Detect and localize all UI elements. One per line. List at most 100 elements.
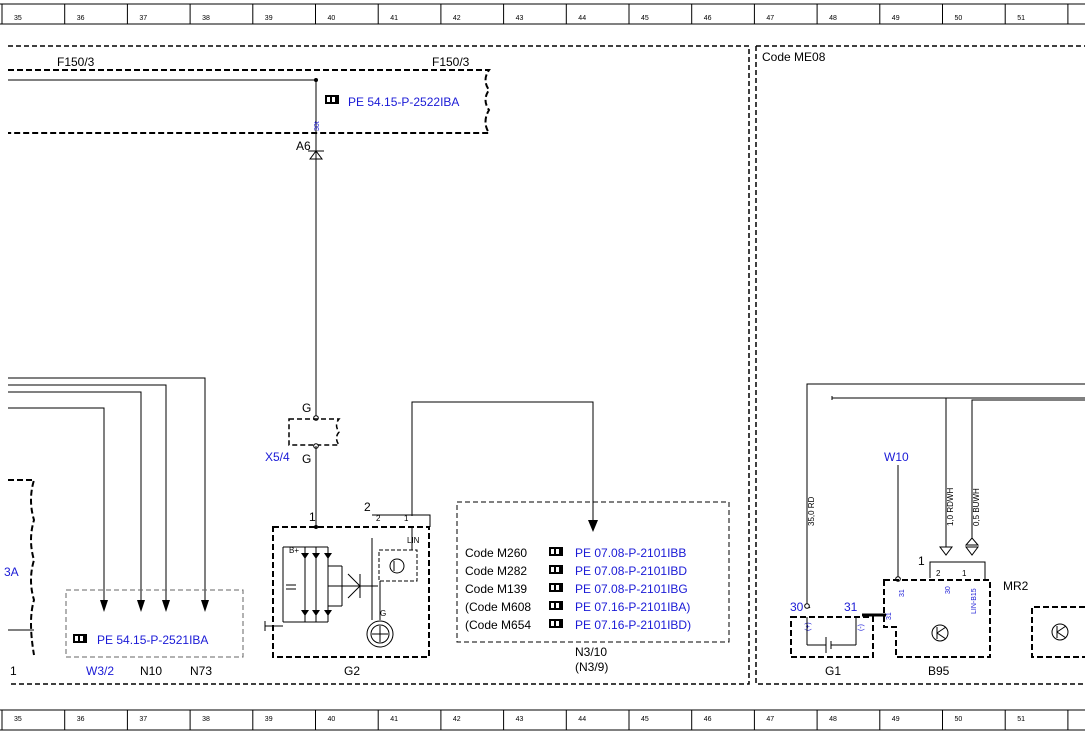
left-partial-3a: 3A bbox=[4, 565, 19, 579]
n3-10-code-table: Code M260 PE 07.08-P-2101IBB Code M282 PE 0… bbox=[456, 501, 730, 674]
code-row-label: Code M282 bbox=[465, 564, 527, 578]
fuse-block-f150-3: F150/3 F150/3 PE 54.15-P-2522IBA bbox=[8, 55, 491, 134]
top-ruler-label-36: 36 bbox=[77, 15, 85, 22]
bottom-ruler-label-39: 39 bbox=[265, 716, 273, 723]
top-ruler-label-46: 46 bbox=[704, 15, 712, 22]
diode-bridge-icon bbox=[347, 573, 361, 599]
top-ruler-label-39: 39 bbox=[265, 15, 273, 22]
section-frame-right bbox=[755, 45, 1085, 685]
bottom-ruler-label-44: 44 bbox=[578, 716, 586, 723]
bottom-ruler-label-45: 45 bbox=[641, 716, 649, 723]
section-frame-left bbox=[8, 45, 750, 685]
left-wires bbox=[8, 377, 209, 612]
transistor-icon bbox=[931, 624, 949, 642]
pe-54-15-2521-link[interactable]: PE 54.15-P-2521IBA bbox=[97, 633, 208, 647]
code-row-label: Code M260 bbox=[465, 546, 527, 560]
mr2-label: MR2 bbox=[1003, 579, 1029, 593]
g2-pin1: 1 bbox=[309, 510, 316, 524]
g1-plus: (+) bbox=[805, 622, 812, 631]
bottom-ruler-label-48: 48 bbox=[829, 716, 837, 723]
pointing-hand-icon bbox=[325, 95, 339, 104]
bottom-ruler-label-40: 40 bbox=[328, 716, 336, 723]
wire-35-rd: 35,0 RD bbox=[807, 496, 816, 526]
reference-box-54-15-2521: PE 54.15-P-2521IBA bbox=[65, 589, 244, 658]
b95-lin-b15: LIN-B15 bbox=[971, 588, 978, 614]
b95-pin1-outside: 1 bbox=[918, 554, 925, 568]
g2-g-label: G bbox=[380, 609, 386, 618]
g1-minus: (-) bbox=[858, 624, 865, 631]
alternator-g2: 1 2 2 1 LIN B+ bbox=[264, 500, 431, 678]
a6-label: A6 bbox=[296, 139, 311, 153]
transistor-icon bbox=[1051, 623, 1069, 641]
n73-label: N73 bbox=[190, 664, 212, 678]
b95-pin2: 2 bbox=[936, 569, 941, 578]
connector-b95-inputs bbox=[939, 537, 980, 556]
g2-label: G2 bbox=[344, 664, 360, 678]
code-row-link[interactable]: PE 07.16-P-2101IBA) bbox=[575, 600, 690, 614]
b95-30: 30 bbox=[945, 586, 952, 594]
g2-pin1-inner: 1 bbox=[404, 514, 409, 523]
top-ruler-label-44: 44 bbox=[578, 15, 586, 22]
g2-lin-label: LIN bbox=[407, 536, 420, 545]
code-row-link[interactable]: PE 07.08-P-2101IBG bbox=[575, 582, 688, 596]
connector-x5-4: G X5/4 G bbox=[265, 401, 341, 466]
pointing-hand-icon bbox=[549, 583, 563, 592]
pointing-hand-icon bbox=[73, 634, 87, 643]
g1-pin31: 31 bbox=[844, 600, 858, 614]
w10-label: W10 bbox=[884, 450, 909, 464]
wire-lin bbox=[411, 401, 594, 523]
bottom-ruler-label-35: 35 bbox=[14, 716, 22, 723]
fuse-label-left: F150/3 bbox=[57, 55, 95, 69]
top-ruler-label-49: 49 bbox=[892, 15, 900, 22]
code-me08-label: Code ME08 bbox=[762, 50, 826, 64]
bottom-ruler-label-38: 38 bbox=[202, 716, 210, 723]
top-ruler-label-47: 47 bbox=[766, 15, 774, 22]
wire-05-buwh: 0,5 BUWH bbox=[972, 488, 981, 526]
code-row-link[interactable]: PE 07.08-P-2101IBD bbox=[575, 564, 687, 578]
b95-31: 31 bbox=[899, 589, 906, 597]
code-row-link[interactable]: PE 07.08-P-2101IBB bbox=[575, 546, 686, 560]
pin-30t-label: 30t bbox=[314, 121, 321, 131]
b95-label: B95 bbox=[928, 664, 950, 678]
connector-a6-icon bbox=[308, 150, 324, 160]
pointing-hand-icon bbox=[549, 565, 563, 574]
top-ruler-label-51: 51 bbox=[1017, 15, 1025, 22]
top-ruler-label-45: 45 bbox=[641, 15, 649, 22]
code-row-label: Code M139 bbox=[465, 582, 527, 596]
bottom-ruler-label-47: 47 bbox=[766, 716, 774, 723]
fuse-label-right: F150/3 bbox=[432, 55, 470, 69]
bottom-ruler-label-49: 49 bbox=[892, 716, 900, 723]
b95-pin1: 1 bbox=[962, 569, 967, 578]
left-partial-1: 1 bbox=[10, 664, 17, 678]
top-ruler-label-50: 50 bbox=[955, 15, 963, 22]
pointing-hand-icon bbox=[549, 619, 563, 628]
code-row-link[interactable]: PE 07.16-P-2101IBD) bbox=[575, 618, 691, 632]
top-ruler-label-38: 38 bbox=[202, 15, 210, 22]
pe-54-15-2522-link[interactable]: PE 54.15-P-2522IBA bbox=[348, 95, 459, 109]
bottom-ruler-label-46: 46 bbox=[704, 716, 712, 723]
x54-g-bottom: G bbox=[302, 452, 311, 466]
n3-9-label: (N3/9) bbox=[575, 660, 608, 674]
g1-pin30: 30 bbox=[790, 600, 804, 614]
top-ruler-label-40: 40 bbox=[328, 15, 336, 22]
g1-label: G1 bbox=[825, 664, 841, 678]
bottom-ruler-label-43: 43 bbox=[516, 716, 524, 723]
sensor-b95: 1 2 1 31 30 LIN-B15 31 B95 bbox=[883, 554, 991, 678]
top-ruler-label-42: 42 bbox=[453, 15, 461, 22]
arrow-down-icon bbox=[588, 520, 598, 532]
code-row-label: (Code M654 bbox=[465, 618, 531, 632]
mr2-partial: MR2 bbox=[1003, 579, 1085, 658]
battery-g1: 30 31 (+) (-) G1 bbox=[790, 600, 886, 678]
g2-b-plus: B+ bbox=[289, 546, 299, 555]
pointing-hand-icon bbox=[549, 547, 563, 556]
x54-label: X5/4 bbox=[265, 450, 290, 464]
top-ruler-label-41: 41 bbox=[390, 15, 398, 22]
n10-label: N10 bbox=[140, 664, 162, 678]
w32-label: W3/2 bbox=[86, 664, 114, 678]
bottom-ruler-label-37: 37 bbox=[139, 716, 147, 723]
top-ruler-label-37: 37 bbox=[139, 15, 147, 22]
